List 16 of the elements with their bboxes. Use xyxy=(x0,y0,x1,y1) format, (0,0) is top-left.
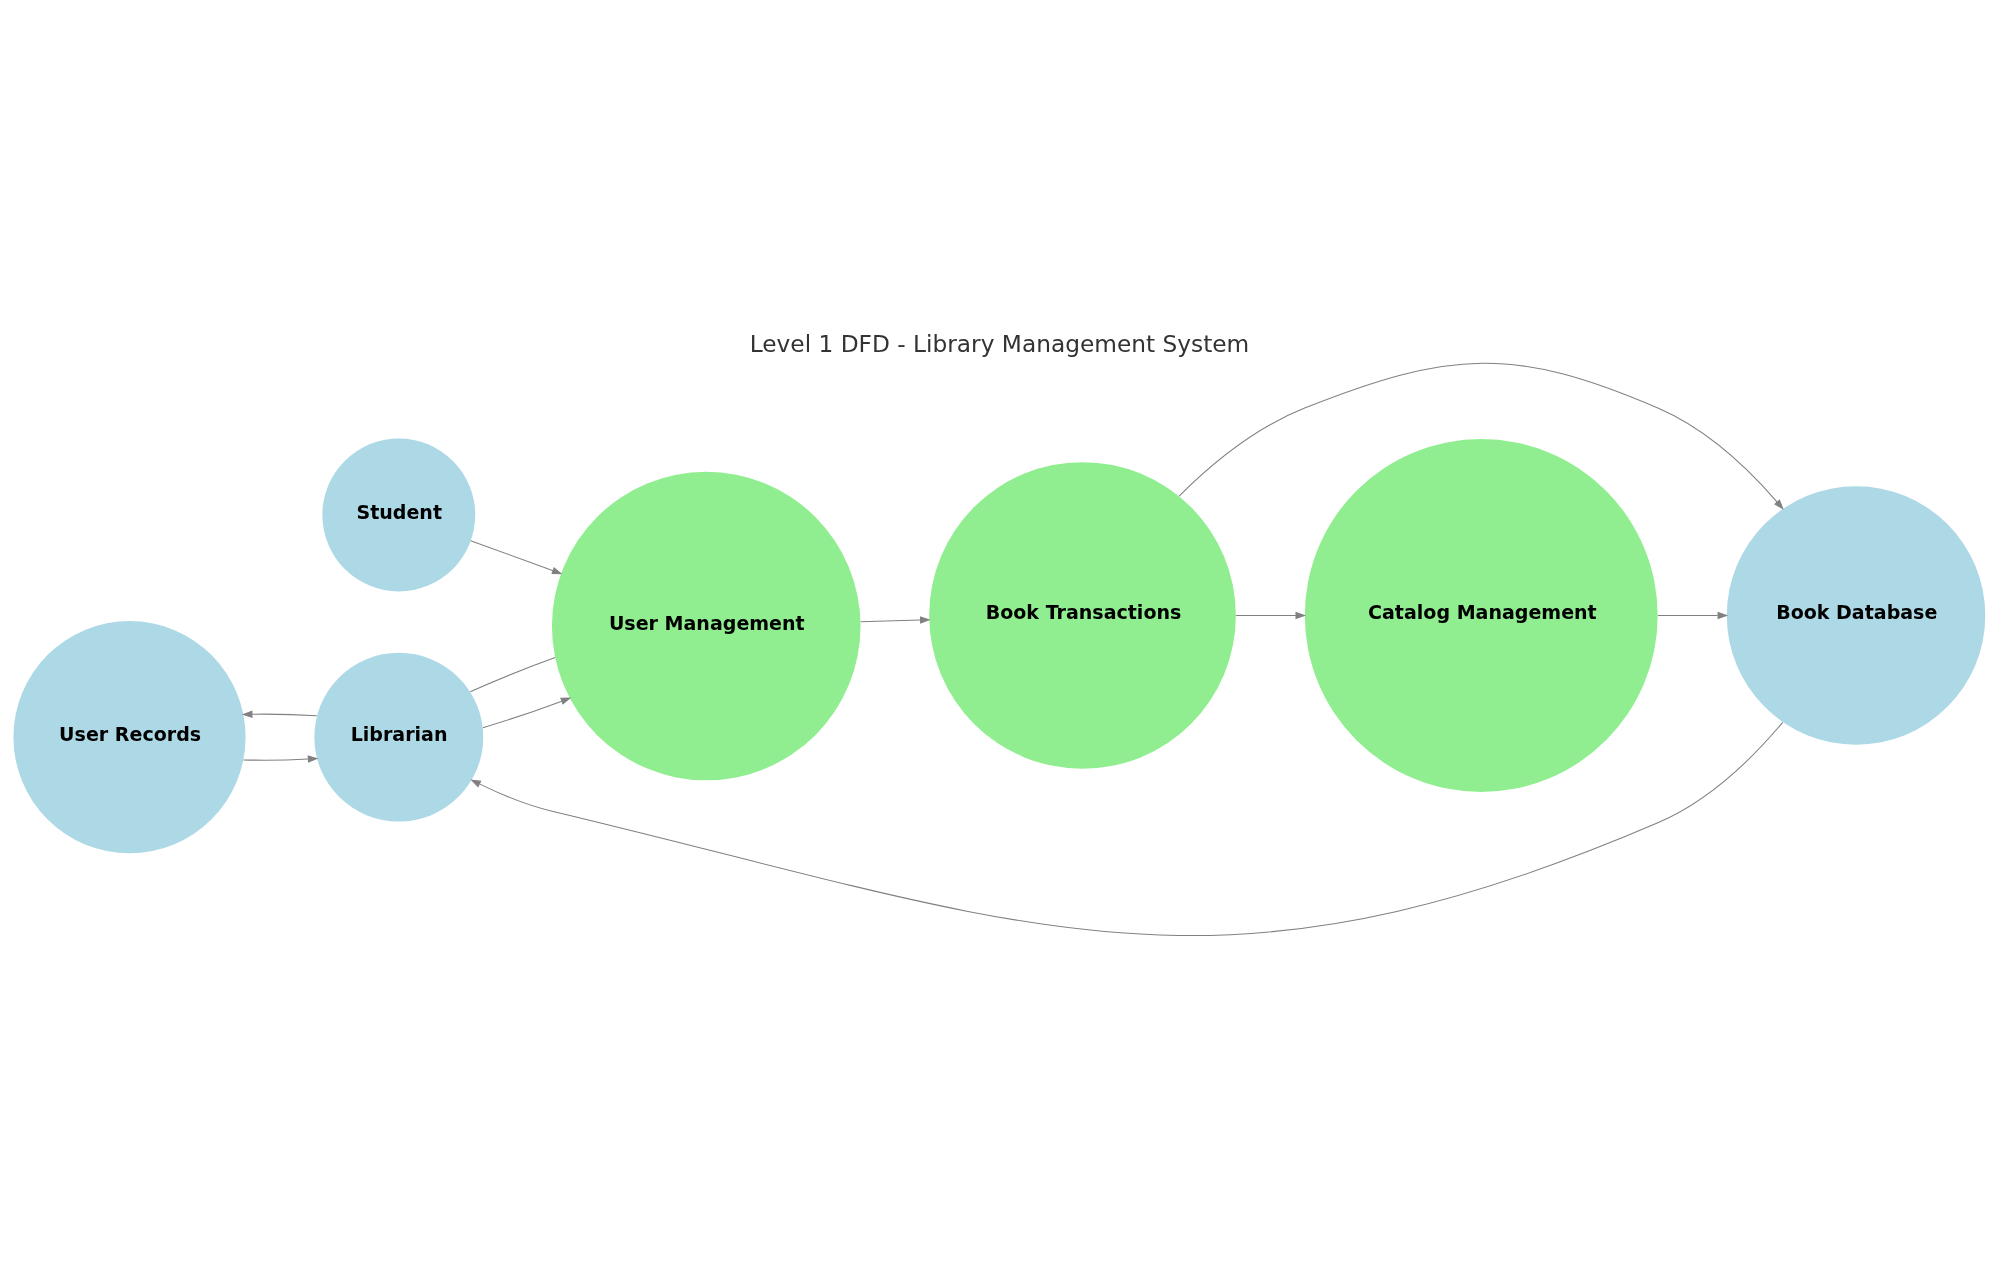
arrow xyxy=(1178,362,1784,510)
arrow xyxy=(482,697,572,729)
arrow xyxy=(470,721,1784,937)
connector xyxy=(469,657,556,693)
arrow xyxy=(1657,611,1729,620)
node-circle: Book Transactions xyxy=(929,462,1236,769)
diagram-title: Level 1 DFD - Library Management System xyxy=(749,330,1250,358)
arrow xyxy=(860,616,931,624)
arrow xyxy=(1235,611,1307,620)
node-circle: User Records xyxy=(13,621,246,854)
node-circle: Book Database xyxy=(1726,486,1986,745)
arrow xyxy=(241,710,318,718)
arrow xyxy=(470,540,563,575)
arrow xyxy=(242,755,319,763)
node-circle: Catalog Management xyxy=(1304,439,1658,792)
node-circle: Student xyxy=(322,438,476,592)
